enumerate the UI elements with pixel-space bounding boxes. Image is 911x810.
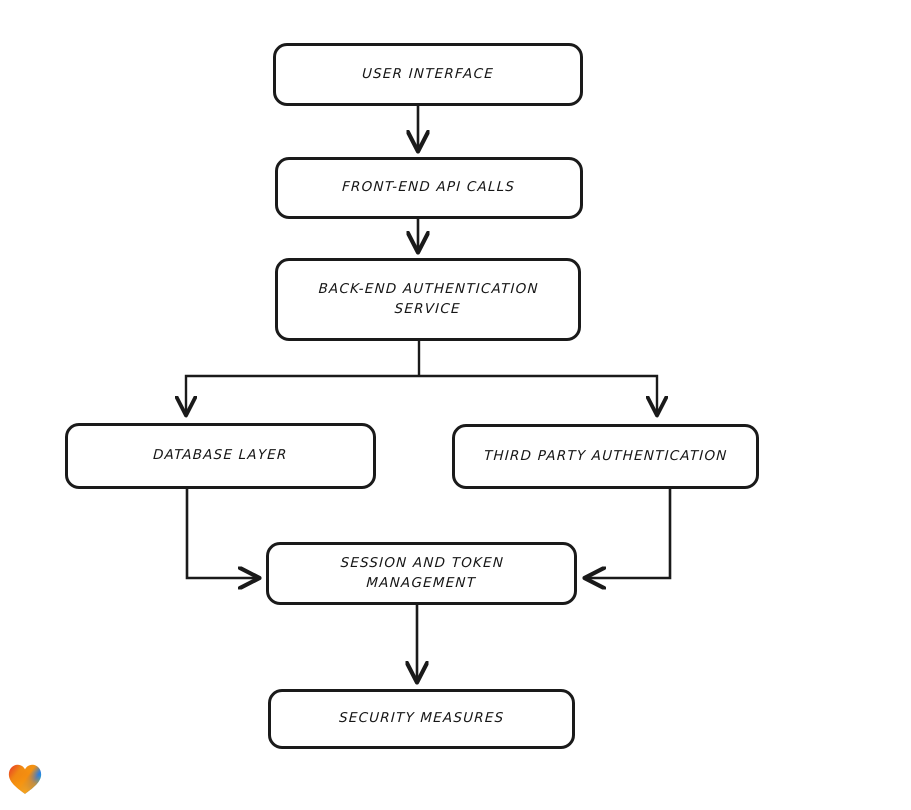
node-database-layer-label: Database Layer xyxy=(152,447,289,464)
node-user-interface[interactable]: User Interface xyxy=(273,43,583,106)
edge-thirdparty-to-session xyxy=(586,489,672,578)
node-third-party-auth[interactable]: Third Party Authentication xyxy=(452,424,759,489)
node-back-end-auth-service-label: Back-End Authentication Service xyxy=(318,280,540,317)
node-security-measures[interactable]: Security Measures xyxy=(268,689,575,749)
heart-icon xyxy=(8,764,42,794)
node-front-end-api-calls-label: Front-End API Calls xyxy=(342,179,517,196)
node-third-party-auth-label: Third Party Authentication xyxy=(483,447,728,464)
edge-database-to-session xyxy=(185,489,258,578)
node-session-token-mgmt[interactable]: Session and Token Management xyxy=(266,542,577,605)
node-back-end-auth-service[interactable]: Back-End Authentication Service xyxy=(275,258,581,341)
node-front-end-api-calls[interactable]: Front-End API Calls xyxy=(275,157,583,219)
edge-backend-to-database xyxy=(186,374,419,414)
node-session-token-mgmt-label: Session and Token Management xyxy=(339,554,505,591)
node-user-interface-label: User Interface xyxy=(361,65,495,82)
node-security-measures-label: Security Measures xyxy=(338,710,505,727)
edge-backend-to-thirdparty xyxy=(419,374,657,414)
node-database-layer[interactable]: Database Layer xyxy=(65,423,376,489)
